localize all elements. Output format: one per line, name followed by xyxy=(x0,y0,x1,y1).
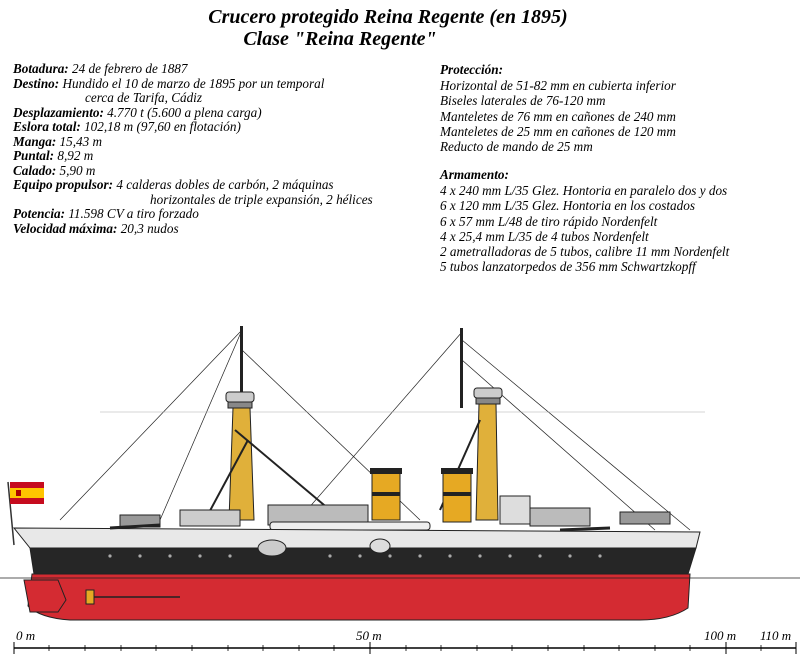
gun-sponsons xyxy=(109,523,611,557)
proteccion-heading: Protección: xyxy=(440,62,503,77)
spec-destino: Destino: Hundido el 10 de marzo de 1895 … xyxy=(13,75,325,91)
scale-label-50: 50 m xyxy=(356,628,382,643)
portholes xyxy=(108,554,602,558)
proteccion-item: Manteletes de 25 mm en cañones de 120 mm xyxy=(440,123,676,139)
spec-equipo-cont: horizontales de triple expansión, 2 héli… xyxy=(150,191,373,207)
armamento-item: 4 x 25,4 mm L/35 de 4 tubos Nordenfelt xyxy=(440,228,649,244)
armamento-item: 4 x 240 mm L/35 Glez. Hontoria en parale… xyxy=(440,183,728,199)
scale-label-100: 100 m xyxy=(704,628,737,643)
scale-bar xyxy=(13,642,797,654)
hull-upper xyxy=(12,527,701,549)
scale-label-110: 110 m xyxy=(760,628,792,643)
proteccion-item: Horizontal de 51-82 mm en cubierta infer… xyxy=(440,78,676,94)
spec-eslora: Eslora total: 102,18 m (97,60 en flotaci… xyxy=(13,119,241,134)
spec-destino-cont: cerca de Tarifa, Cádiz xyxy=(85,90,202,105)
proteccion-block: Protección: Horizontal de 51-82 mm en cu… xyxy=(440,62,676,154)
armamento-block: Armamento: 4 x 240 mm L/35 Glez. Hontori… xyxy=(440,167,729,274)
ship-profile-drawing xyxy=(0,326,800,654)
armamento-item: 6 x 57 mm L/48 de tiro rápido Nordenfelt xyxy=(440,213,658,229)
main-mast xyxy=(439,328,503,521)
scale-label-0: 0 m xyxy=(16,628,36,643)
armamento-item: 5 tubos lanzatorpedos de 356 mm Schwartz… xyxy=(440,259,696,275)
spec-potencia: Potencia: 11.598 CV a tiro forzado xyxy=(13,206,199,221)
armamento-heading: Armamento: xyxy=(440,167,509,182)
spec-velocidad: Velocidad máxima: 20,3 nudos xyxy=(13,220,179,236)
proteccion-item: Reducto de mando de 25 mm xyxy=(440,139,593,155)
rudder-propeller xyxy=(23,579,180,613)
spec-manga: Manga: 15,43 m xyxy=(13,133,103,149)
fore-mast xyxy=(204,326,331,521)
title-line-1: Crucero protegido Reina Regente (en 1895… xyxy=(208,6,568,28)
aft-funnel xyxy=(441,468,473,523)
fore-funnel xyxy=(370,468,402,521)
armamento-item: 6 x 120 mm L/35 Glez. Hontoria en los co… xyxy=(440,198,695,214)
spanish-flag xyxy=(7,481,44,546)
spec-equipo: Equipo propulsor: 4 calderas dobles de c… xyxy=(13,177,334,192)
proteccion-item: Biseles laterales de 76-120 mm xyxy=(440,93,606,109)
spec-botadura: Botadura: 24 de febrero de 1887 xyxy=(13,61,188,76)
title-line-2: Clase "Reina Regente" xyxy=(243,28,437,50)
superstructure xyxy=(119,495,671,531)
spec-puntal: Puntal: 8,92 m xyxy=(13,148,94,163)
spec-desplazamiento: Desplazamiento: 4.770 t (5.600 a plena c… xyxy=(13,104,262,120)
hull-black-band xyxy=(29,547,697,575)
proteccion-item: Manteletes de 76 mm en cañones de 240 mm xyxy=(440,108,676,124)
specs-block: Botadura: 24 de febrero de 1887 Destino:… xyxy=(13,61,433,236)
spec-calado: Calado: 5,90 m xyxy=(13,162,96,178)
armamento-item: 2 ametralladoras de 5 tubos, calibre 11 … xyxy=(440,244,730,260)
